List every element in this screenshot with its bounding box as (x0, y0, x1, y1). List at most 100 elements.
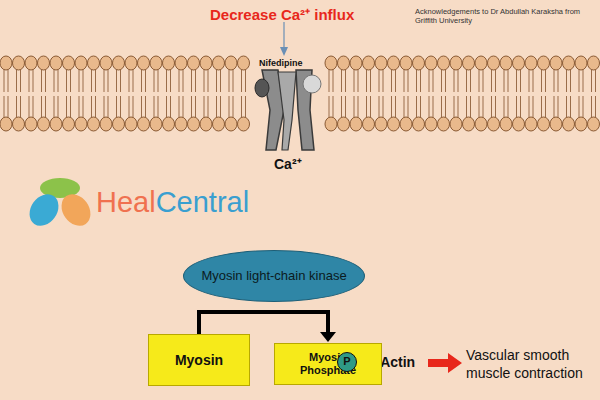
lipid-head (213, 56, 225, 70)
lipid-head (238, 117, 250, 131)
lipid-tail (429, 69, 430, 92)
lipid-head (350, 117, 362, 131)
lipid-tail (95, 96, 96, 118)
lipid-tail (54, 96, 55, 118)
lipid-tail (391, 96, 392, 118)
lipid-tail (66, 69, 67, 92)
lipid-tail (504, 96, 505, 118)
lipid-tail (158, 69, 159, 92)
lipid-tail (116, 96, 117, 118)
lipid-tail (333, 69, 334, 92)
lipid-tail (508, 96, 509, 118)
lipid-head (150, 117, 162, 131)
lipid-tail (220, 96, 221, 118)
lipid-tail (379, 96, 380, 118)
lipid-tail (404, 96, 405, 118)
lipid-tail (233, 96, 234, 118)
lipid-tail (520, 69, 521, 92)
lipid-head (413, 117, 425, 131)
lipid-head (238, 56, 250, 70)
lipid-head (50, 56, 62, 70)
lipid-tail (154, 69, 155, 92)
watermark: Central (156, 186, 250, 219)
lipid-tail (166, 69, 167, 92)
lipid-tail (483, 96, 484, 118)
lipid-tail (104, 96, 105, 118)
lipid-head (38, 117, 50, 131)
lipid-tail (441, 69, 442, 92)
lipid-tail (45, 96, 46, 118)
node-text: Myosin light-chain kinase (201, 268, 346, 284)
lipid-tail (204, 69, 205, 92)
lipid-head (563, 117, 575, 131)
lipid-tail (516, 69, 517, 92)
lipid-head (338, 117, 350, 131)
lipid-tail (445, 69, 446, 92)
lipid-tail (79, 69, 80, 92)
lipid-tail (454, 69, 455, 92)
lipid-head (0, 56, 12, 70)
lipid-tail (229, 96, 230, 118)
lipid-tail (95, 69, 96, 92)
lipid-tail (333, 96, 334, 118)
lipid-tail (383, 96, 384, 118)
lipid-tail (583, 96, 584, 118)
effect-label: Decrease Ca²⁺ influx (210, 4, 354, 24)
lipid-tail (541, 96, 542, 118)
lipid-head (100, 56, 112, 70)
lipid-tail (495, 69, 496, 92)
lipid-tail (41, 96, 42, 118)
lipid-tail (154, 96, 155, 118)
lipid-tail (591, 96, 592, 118)
lipid-tail (179, 69, 180, 92)
lipid-head (13, 56, 25, 70)
lipid-head (100, 117, 112, 131)
lipid-tail (479, 69, 480, 92)
lipid-head (138, 56, 150, 70)
lipid-tail (579, 69, 580, 92)
lipid-tail (491, 96, 492, 118)
lipid-head (163, 117, 175, 131)
phosphate-circle: P (337, 352, 357, 372)
lipid-tail (466, 69, 467, 92)
lipid-tail (429, 96, 430, 118)
lipid-tail (433, 69, 434, 92)
lipid-head (400, 117, 412, 131)
lipid-head (450, 56, 462, 70)
lipid-head (213, 117, 225, 131)
lipid-tail (483, 69, 484, 92)
lipid-head (88, 56, 100, 70)
acknowledgement-note: Acknowledgements to Dr Abdullah Karaksha… (415, 8, 590, 25)
lipid-head (413, 56, 425, 70)
lipid-tail (66, 96, 67, 118)
lipid-tail (391, 69, 392, 92)
lipid-tail (129, 96, 130, 118)
lipid-head (588, 117, 600, 131)
lipid-tail (416, 96, 417, 118)
lipid-head (400, 56, 412, 70)
lipid-tail (408, 69, 409, 92)
lipid-tail (504, 69, 505, 92)
lipid-head (538, 56, 550, 70)
lipid-tail (79, 96, 80, 118)
lipid-head (125, 117, 137, 131)
lipid-tail (495, 96, 496, 118)
lipid-tail (329, 96, 330, 118)
lipid-tail (170, 69, 171, 92)
lipid-head (50, 117, 62, 131)
lipid-head (0, 117, 12, 131)
lipid-head (63, 56, 75, 70)
lipid-tail (58, 69, 59, 92)
lipid-head (438, 117, 450, 131)
lipid-tail (420, 96, 421, 118)
lipid-tail (533, 69, 534, 92)
lipid-tail (4, 69, 5, 92)
lipid-tail (120, 96, 121, 118)
lipid-head (125, 56, 137, 70)
lipid-tail (595, 96, 596, 118)
lipid-head (325, 117, 337, 131)
lipid-head (450, 117, 462, 131)
lipid-head (475, 117, 487, 131)
lipid-tail (358, 69, 359, 92)
lipid-tail (16, 69, 17, 92)
